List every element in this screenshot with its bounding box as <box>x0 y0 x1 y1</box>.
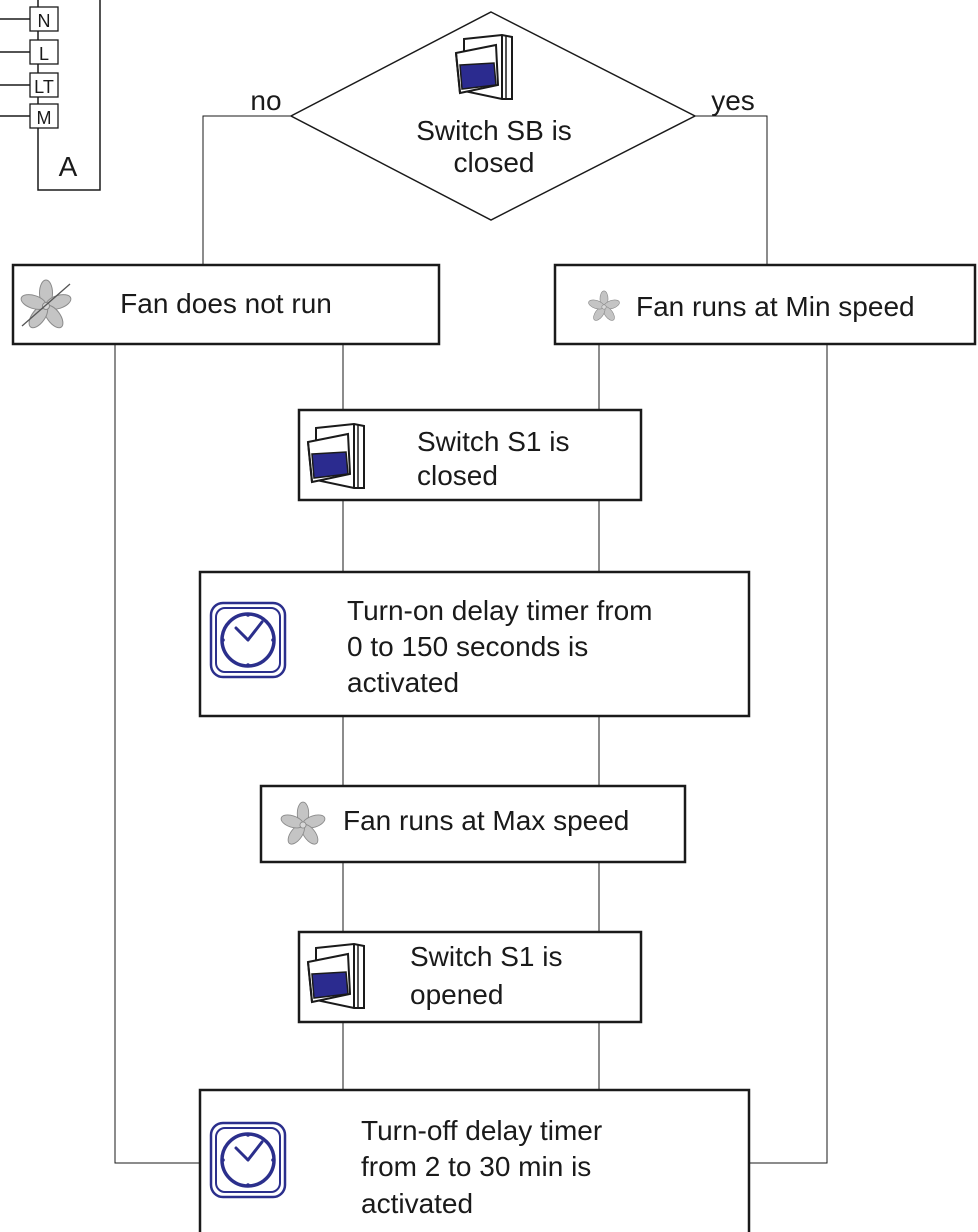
terminal-m: M <box>37 108 52 128</box>
fan-off-icon <box>18 279 74 332</box>
switch-icon <box>307 943 365 1009</box>
switch-icon <box>455 34 513 100</box>
timer-on-line1: Turn-on delay timer from <box>347 595 653 626</box>
terminal-n: N <box>38 11 51 31</box>
box-fan-runs-max: Fan runs at Max speed <box>259 784 687 864</box>
timer-off-line2: from 2 to 30 min is <box>361 1151 591 1182</box>
box-switch-s1-closed: Switch S1 is closed <box>297 408 643 502</box>
timer-on-line3: activated <box>347 667 459 698</box>
terminal-lt: LT <box>34 77 54 97</box>
fan-does-not-run-text: Fan does not run <box>120 288 332 319</box>
terminal-block-label: A <box>59 151 78 182</box>
fan-runs-max-text: Fan runs at Max speed <box>343 805 629 836</box>
no-label: no <box>250 85 281 116</box>
connectors <box>114 115 828 1164</box>
decision-switch-sb: Switch SB is closed <box>289 11 697 221</box>
s1-opened-line1: Switch S1 is <box>410 941 563 972</box>
timer-on-line2: 0 to 150 seconds is <box>347 631 588 662</box>
decision-text-line1: Switch SB is <box>416 115 572 146</box>
s1-closed-line1: Switch S1 is <box>417 426 570 457</box>
box-fan-does-not-run: Fan does not run <box>11 263 441 346</box>
yes-label: yes <box>711 85 755 116</box>
fan-runs-min-text: Fan runs at Min speed <box>636 291 915 322</box>
clock-icon <box>209 601 287 679</box>
decision-text-line2: closed <box>454 147 535 178</box>
box-fan-runs-min: Fan runs at Min speed <box>553 263 977 346</box>
terminal-block: N L LT M A <box>0 0 101 191</box>
timer-off-line1: Turn-off delay timer <box>361 1115 602 1146</box>
timer-off-line3: activated <box>361 1188 473 1219</box>
terminal-l: L <box>39 44 49 64</box>
box-turn-on-timer: Turn-on delay timer from 0 to 150 second… <box>198 570 751 718</box>
box-switch-s1-opened: Switch S1 is opened <box>297 930 643 1024</box>
s1-closed-line2: closed <box>417 460 498 491</box>
box-turn-off-timer: Turn-off delay timer from 2 to 30 min is… <box>198 1088 751 1232</box>
clock-icon <box>209 1121 287 1199</box>
switch-icon <box>307 423 365 489</box>
s1-opened-line2: opened <box>410 979 503 1010</box>
